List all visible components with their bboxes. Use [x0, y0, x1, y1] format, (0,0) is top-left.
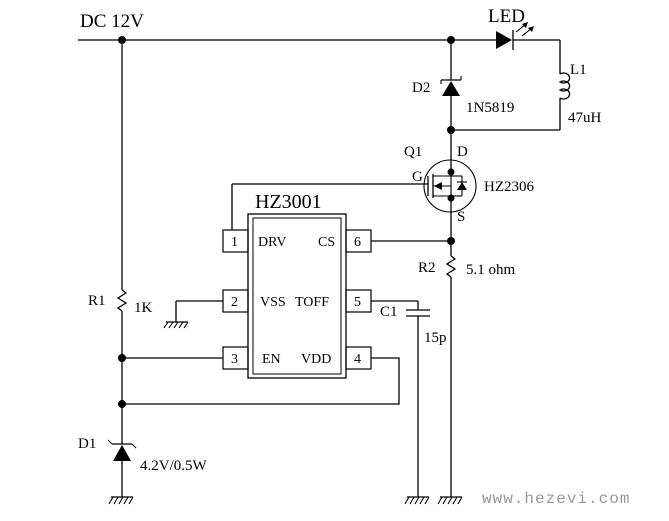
d1-ref: D1: [78, 436, 96, 452]
chip-pin-number: 6: [354, 235, 361, 250]
ground-vss: [163, 300, 223, 329]
chip-pin-number: 2: [231, 295, 238, 310]
q1-gate-label: G: [412, 169, 423, 185]
chip-pin-number: 4: [354, 352, 361, 367]
watermark: www.hezevi.com: [482, 490, 630, 508]
chip-pin-number: 1: [231, 235, 238, 250]
led-label: LED: [488, 6, 525, 27]
chip-pin-name: VSS: [260, 295, 286, 310]
q1-value: HZ2306: [484, 179, 534, 195]
q1-source-label: S: [457, 209, 465, 225]
resistor-r2: [445, 241, 457, 497]
diode-d2: [440, 40, 462, 130]
capacitor-c1: [371, 300, 430, 497]
supply-label: DC 12V: [80, 11, 144, 32]
chip-pin-name: DRV: [258, 235, 286, 250]
l1-value: 47uH: [568, 110, 602, 126]
r1-ref: R1: [88, 293, 106, 309]
c1-value: 15p: [424, 330, 447, 346]
r2-value: 5.1 ohm: [466, 262, 516, 278]
q1-ref: Q1: [404, 144, 422, 160]
led-symbol: [496, 22, 560, 50]
d2-value: 1N5819: [466, 100, 514, 116]
ground-c1: [404, 496, 430, 505]
d1-value: 4.2V/0.5W: [140, 458, 208, 474]
c1-ref: C1: [380, 304, 398, 320]
resistor-r1: [116, 40, 128, 444]
vdd-wire: [122, 357, 400, 405]
d2-ref: D2: [412, 80, 430, 96]
r1-value: 1K: [134, 300, 153, 316]
chip-pin-name: TOFF: [295, 295, 329, 310]
chip-pin-number: 3: [231, 352, 238, 367]
q1-drain-label: D: [457, 144, 468, 160]
ground-r2: [437, 496, 463, 505]
zener-d1: [107, 439, 137, 497]
r2-ref: R2: [418, 260, 436, 276]
inductor-l1: [451, 40, 571, 131]
chip-pin-name: VDD: [301, 352, 331, 367]
ground-d1: [108, 496, 134, 505]
mosfet-q1: [232, 130, 477, 240]
chip-pin-number: 5: [354, 295, 361, 310]
chip-pin-name: CS: [318, 235, 335, 250]
l1-ref: L1: [570, 62, 587, 78]
chip-name: HZ3001: [255, 191, 322, 213]
chip-pin-name: EN: [262, 352, 281, 367]
